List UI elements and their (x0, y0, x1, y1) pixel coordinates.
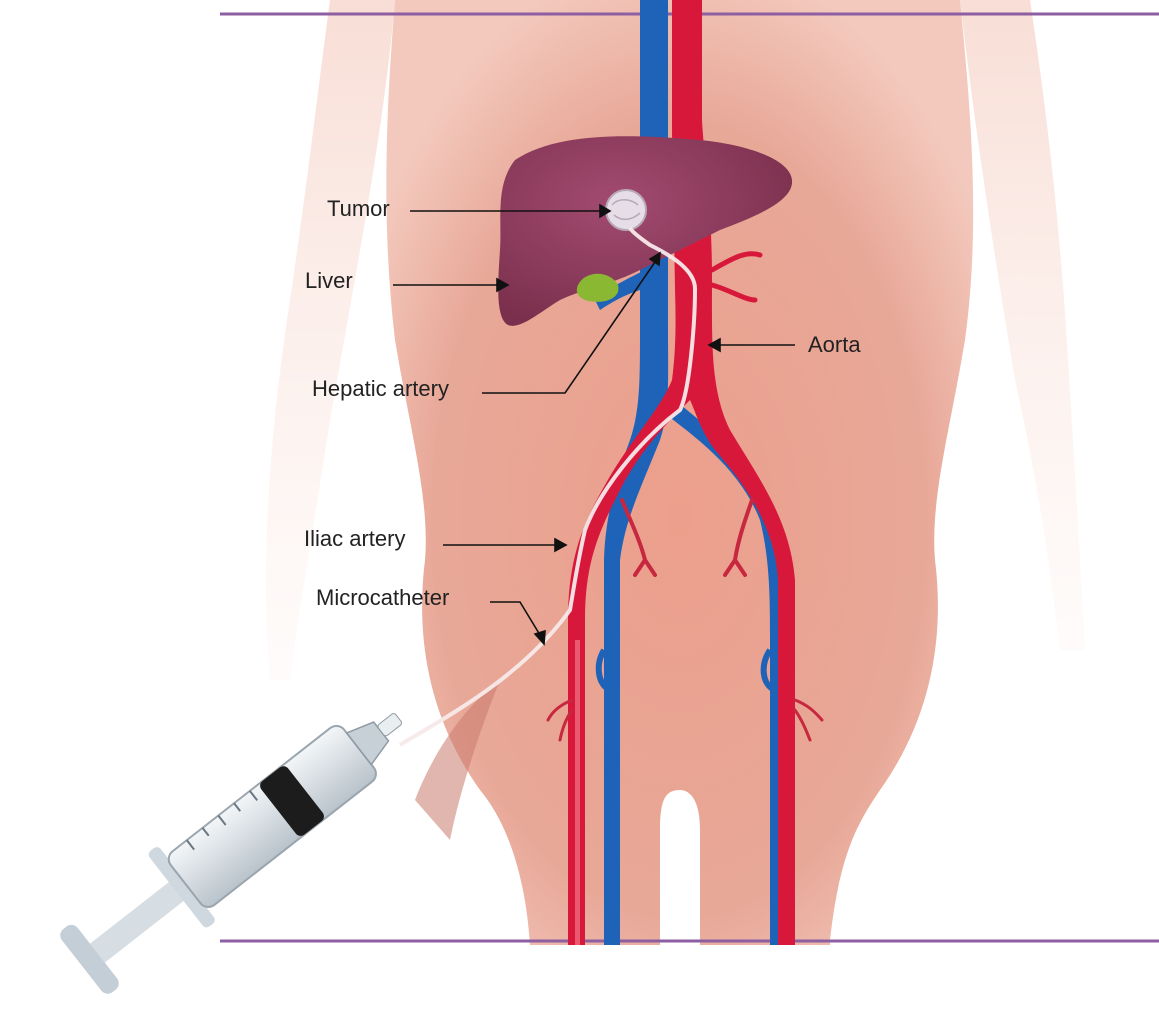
right-arm (960, 0, 1085, 650)
left-iliac-highlight (575, 640, 580, 945)
tumor (606, 190, 646, 230)
label-iliac-artery: Iliac artery (304, 526, 405, 551)
syringe (52, 680, 428, 1003)
syringe-barrel (165, 722, 380, 911)
label-tumor: Tumor (327, 196, 390, 221)
label-aorta: Aorta (808, 332, 861, 357)
label-hepatic-artery: Hepatic artery (312, 376, 449, 401)
label-microcatheter: Microcatheter (316, 585, 449, 610)
label-liver: Liver (305, 268, 353, 293)
left-arm (266, 0, 395, 680)
